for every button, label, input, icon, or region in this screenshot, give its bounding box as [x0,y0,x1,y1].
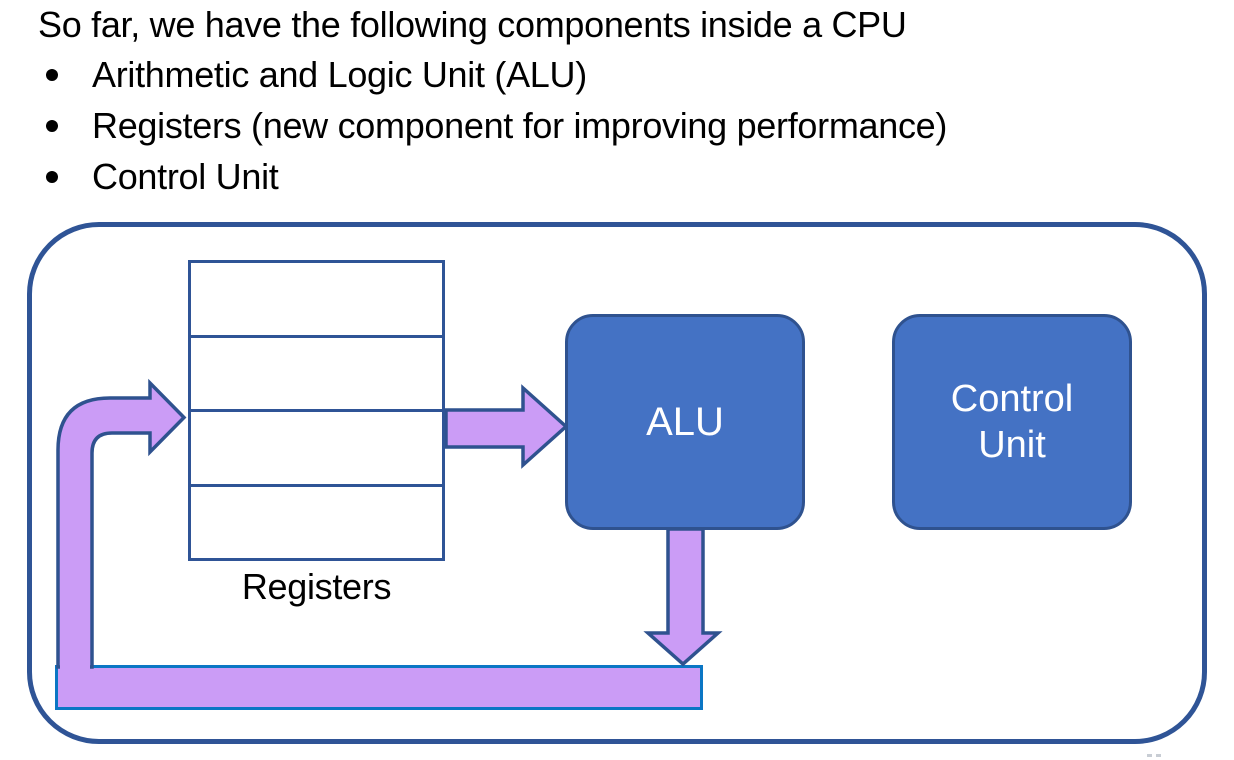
control-unit-box: Control Unit [892,314,1132,530]
bullet-item: Control Unit [38,151,1138,202]
register-row [191,334,442,410]
register-row [191,409,442,484]
registers-table [188,260,445,561]
register-row [191,483,442,559]
clipped-text-artifact [1156,754,1161,757]
alu-label: ALU [646,399,724,444]
bullet-dot [46,171,58,183]
clipped-text-artifact [1147,754,1152,757]
slide-text-block: So far, we have the following components… [38,0,1138,202]
bullet-dot [46,120,58,132]
bullet-label: Arithmetic and Logic Unit (ALU) [92,54,587,95]
alu-box: ALU [565,314,805,530]
bullet-label: Control Unit [92,156,279,197]
bullet-label: Registers (new component for improving p… [92,105,948,146]
bullet-item: Registers (new component for improving p… [38,100,1138,151]
bullet-dot [46,69,58,81]
register-row [191,263,442,335]
slide-title: So far, we have the following components… [38,4,907,45]
cpu-outline-frame [27,222,1207,744]
bullet-item: Arithmetic and Logic Unit (ALU) [38,49,1138,100]
control-unit-label: Control Unit [950,377,1074,466]
registers-label: Registers [241,566,392,607]
